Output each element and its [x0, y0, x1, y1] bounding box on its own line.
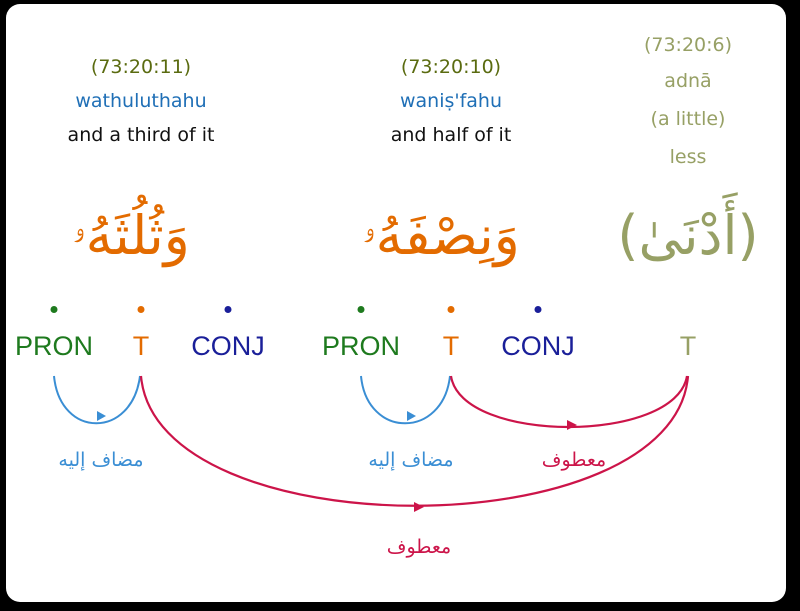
word1-arabic: وَثُلُثَهُۥ: [72, 204, 190, 267]
word3-gloss: (a little): [650, 108, 726, 130]
arc-mudaf-w1: [53, 375, 141, 425]
tag-w1-t: T: [132, 331, 150, 361]
arrowhead-mudaf-w2: [407, 411, 416, 421]
node-dot-w1-pron: [50, 306, 58, 313]
node-dot-w1-conj: [224, 306, 232, 313]
word2-location: (73:20:10): [400, 56, 502, 78]
word1-location: (73:20:11): [90, 56, 192, 78]
word3-location: (73:20:6): [643, 34, 733, 56]
word3-gloss-line2: less: [669, 146, 707, 168]
arc-mudaf-w2: [360, 375, 451, 425]
dependency-graph-canvas: (73:20:11) wathuluthahu and a third of i…: [6, 4, 786, 602]
tag-w1-conj: CONJ: [191, 331, 265, 361]
tag-w2-conj: CONJ: [501, 331, 575, 361]
dependency-arcs: [53, 375, 690, 512]
word3-transliteration: adnā: [664, 70, 712, 92]
arrowhead-mudaf-w1: [97, 411, 106, 421]
node-dot-w2-conj: [534, 306, 542, 313]
word2-arabic: وَنِصْفَهُۥ: [362, 204, 520, 267]
tag-w3-t: T: [679, 331, 697, 361]
word2-gloss: and half of it: [390, 124, 512, 146]
relation-label-mudaf-w1: مضاف إليه: [58, 449, 144, 471]
node-dot-w2-t: [447, 306, 455, 313]
arc-matuf-w2-w3: [449, 375, 689, 428]
word2-transliteration: waniṣ'fahu: [399, 90, 503, 112]
tag-w1-pron: PRON: [14, 331, 94, 361]
relation-label-mudaf-w2: مضاف إليه: [368, 449, 454, 471]
tag-w2-pron: PRON: [321, 331, 401, 361]
arrowhead-matuf-w1-w3: [414, 502, 424, 512]
node-dot-w1-t: [137, 306, 145, 313]
arrowhead-matuf-w2-w3: [567, 420, 577, 430]
arc-matuf-w1-w3: [139, 375, 690, 507]
relation-label-matuf-w1-w3: معطوف: [386, 536, 452, 558]
relation-label-matuf-w2-w3: معطوف: [541, 449, 607, 471]
word1-transliteration: wathuluthahu: [75, 90, 207, 112]
node-dot-w2-pron: [357, 306, 365, 313]
word3-arabic: (أَدْنَىٰ): [617, 204, 759, 267]
tag-w2-t: T: [442, 331, 460, 361]
word1-gloss: and a third of it: [67, 124, 215, 146]
